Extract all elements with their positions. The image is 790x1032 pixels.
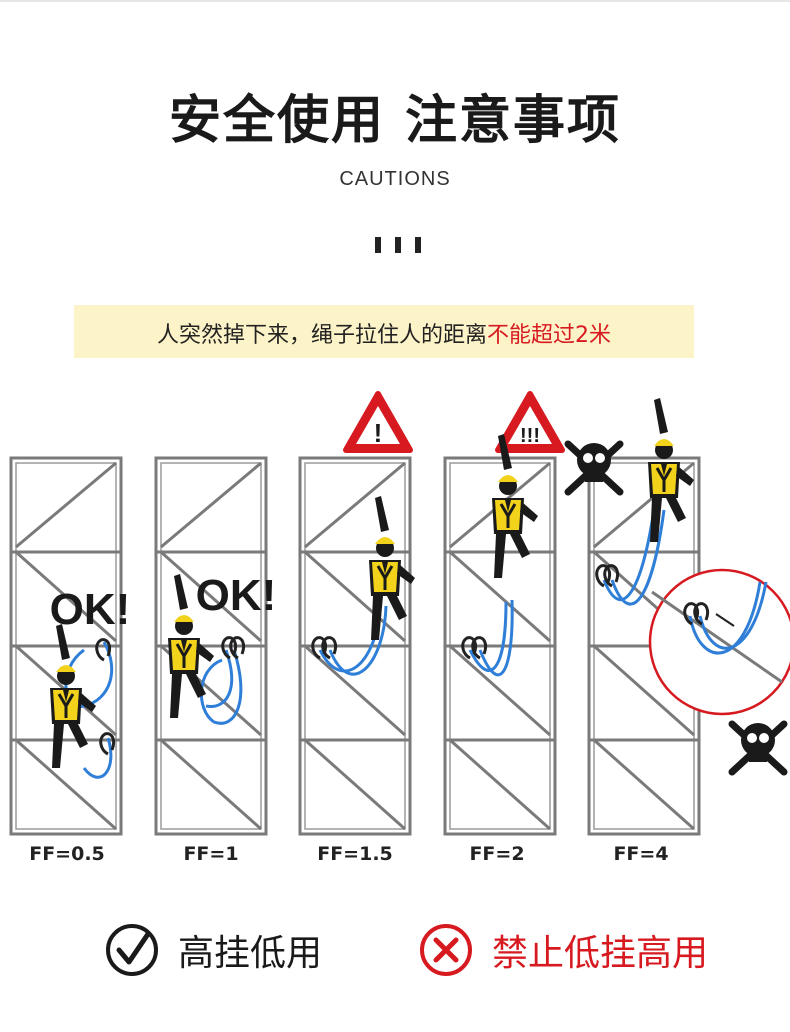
tower-ff-1	[154, 456, 268, 836]
fall-factor-diagram: OK! OK! ! !!!	[9, 370, 790, 836]
banner-text: 人突然掉下来，绳子拉住人的距离	[156, 323, 487, 348]
check-circle-icon	[106, 924, 158, 976]
tower-ff-1-5	[298, 394, 417, 836]
ff-label-1: FF=1	[183, 843, 239, 865]
legend-good-label: 高挂低用	[178, 933, 323, 974]
warning-banner: 人突然掉下来，绳子拉住人的距离不能超过2米	[74, 305, 694, 358]
page-subtitle: CAUTIONS	[339, 168, 451, 190]
banner-highlight: 不能超过2米	[487, 323, 611, 348]
ff-label-4: FF=4	[613, 843, 669, 865]
top-divider	[0, 0, 790, 2]
tower-ff-4	[568, 396, 790, 836]
ff-label-2: FF=2	[469, 843, 525, 865]
legend-bad-label: 禁止低挂高用	[492, 933, 709, 974]
legend-bad: 禁止低挂高用	[418, 920, 708, 980]
legend-good: 高挂低用	[104, 920, 322, 980]
page-title: 安全使用 注意事项	[168, 91, 622, 151]
tower-ff-0-5	[9, 456, 123, 836]
svg-text:!: !	[374, 418, 383, 448]
cross-circle-icon	[420, 924, 472, 976]
ok-callout-2: OK!	[196, 571, 277, 620]
tower-ff-2	[443, 394, 562, 836]
decor-dashes	[375, 237, 421, 253]
ok-callout-1: OK!	[50, 585, 131, 634]
ff-label-1-5: FF=1.5	[317, 843, 393, 865]
ff-label-0-5: FF=0.5	[29, 843, 105, 865]
svg-text:!!!: !!!	[520, 425, 540, 447]
